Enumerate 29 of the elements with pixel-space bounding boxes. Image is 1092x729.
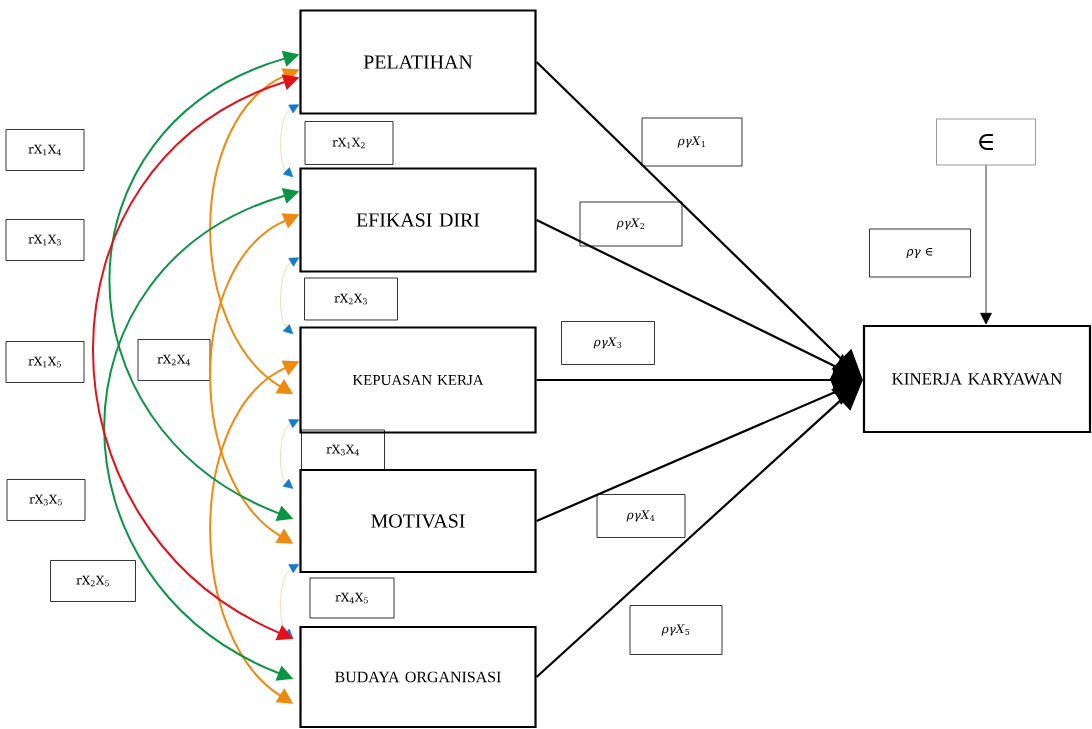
path-arrow xyxy=(535,380,863,678)
outcome-box: KINERJA KARYAWAN xyxy=(862,324,1092,434)
coefficient-box: rX$_{1}$X$_{3}$ xyxy=(5,219,85,261)
coefficient-box: rX$_{3}$X$_{4}$ xyxy=(301,429,385,471)
correlation-arrow xyxy=(280,563,300,639)
coefficient-box: rX$_{1}$X$_{4}$ xyxy=(5,129,85,171)
coefficient-box: rX$_{1}$X$_{5}$ xyxy=(5,341,85,383)
variable-box: EFIKASI DIRI xyxy=(299,167,537,273)
coefficient-box: rX$_{2}$X$_{3}$ xyxy=(304,277,398,321)
coefficient-box: ργX$_{3}$ xyxy=(561,321,655,365)
coefficient-box: ργ ∈ xyxy=(869,228,971,278)
coefficient-box: ργX$_{4}$ xyxy=(596,494,686,538)
error-arrow xyxy=(980,165,992,325)
coefficient-box: ργX$_{5}$ xyxy=(629,605,723,655)
correlation-arrow xyxy=(280,257,300,335)
error-box: ∈ xyxy=(936,118,1036,166)
coefficient-box: rX$_{3}$X$_{5}$ xyxy=(6,479,86,521)
correlation-arrow xyxy=(280,104,300,178)
variable-box: PELATIHAN xyxy=(299,9,537,115)
coefficient-box: rX$_{4}$X$_{5}$ xyxy=(309,577,395,619)
variable-box: MOTIVASI xyxy=(299,468,537,574)
correlation-arrow xyxy=(280,419,300,489)
coefficient-box: ργX$_{1}$ xyxy=(641,117,743,167)
variable-box: BUDAYA ORGANISASI xyxy=(299,625,537,729)
coefficient-box: rX$_{2}$X$_{5}$ xyxy=(50,560,136,602)
coefficient-box: ργX$_{2}$ xyxy=(579,201,683,247)
coefficient-box: rX$_{2}$X$_{4}$ xyxy=(137,339,211,381)
coefficient-box: rX$_{1}$X$_{2}$ xyxy=(304,121,394,165)
variable-box: KEPUASAN KERJA xyxy=(299,326,537,434)
